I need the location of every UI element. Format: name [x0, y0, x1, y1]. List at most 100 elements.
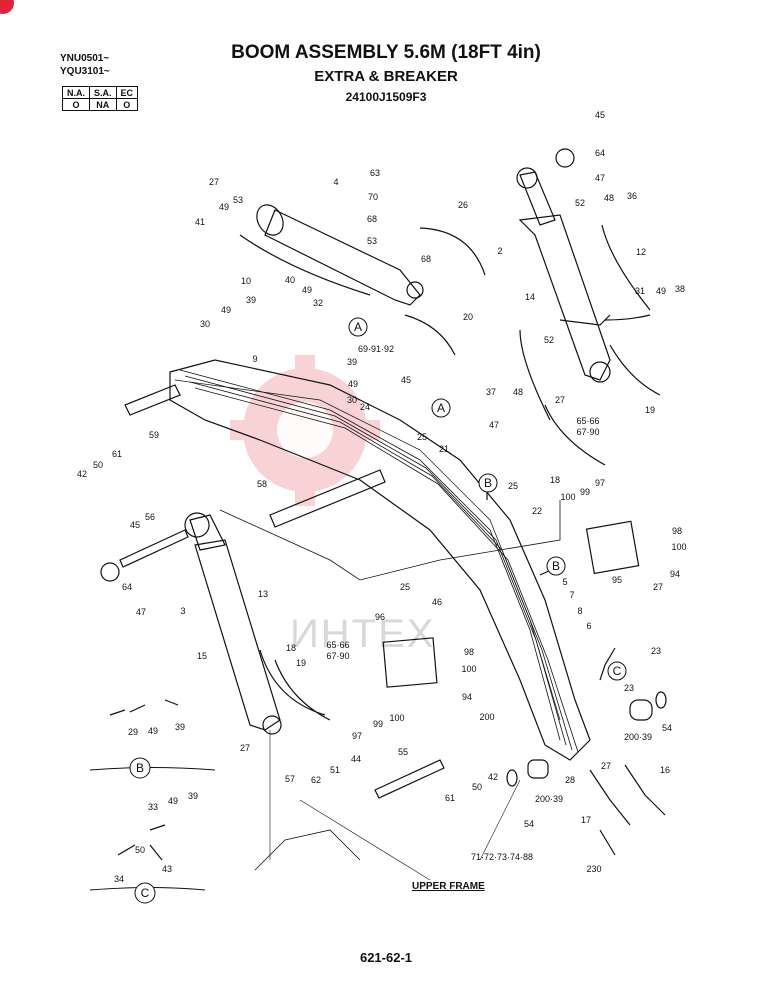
part-callout: 32	[313, 298, 323, 308]
part-callout: 200	[479, 712, 494, 722]
part-callout: 25	[417, 432, 427, 442]
spec-value-na: O	[62, 98, 90, 111]
part-callout: 2	[497, 246, 502, 256]
part-callout: 50	[135, 845, 145, 855]
part-callout: 15	[197, 651, 207, 661]
part-callout: 28	[565, 775, 575, 785]
part-callout: 99	[373, 719, 383, 729]
part-callout: 100	[560, 492, 575, 502]
part-callout: 67·90	[576, 427, 599, 437]
part-callout: 27	[209, 177, 219, 187]
part-callout: 62	[311, 775, 321, 785]
part-callout: 94	[670, 569, 680, 579]
part-callout: 5	[562, 577, 567, 587]
part-callout: 39	[347, 357, 357, 367]
part-callout: 39	[175, 722, 185, 732]
ref-a-label-1: A	[354, 320, 362, 334]
ref-a-label-2: A	[437, 401, 445, 415]
part-callout: 54	[524, 819, 534, 829]
part-callout: 49	[656, 286, 666, 296]
part-callout: 71·72·73·74·88	[471, 852, 533, 862]
part-callout: 29	[128, 727, 138, 737]
part-callout: 49	[302, 285, 312, 295]
part-callout: 6	[586, 621, 591, 631]
part-callout: 68	[421, 254, 431, 264]
part-callout: 64	[122, 582, 132, 592]
part-callout: 65·66	[576, 416, 599, 426]
part-callout: 13	[258, 589, 268, 599]
part-callout: 34	[114, 874, 124, 884]
part-callout: 49	[148, 726, 158, 736]
part-callout: 19	[645, 405, 655, 415]
part-callout: 52	[575, 198, 585, 208]
pin-58	[269, 469, 386, 528]
page-title: BOOM ASSEMBLY 5.6M (18FT 4in)	[231, 42, 541, 63]
boom-cylinder-2	[518, 214, 611, 381]
part-callout: 39	[246, 295, 256, 305]
part-callout: 45	[130, 520, 140, 530]
spec-table: N.A. S.A. EC O NA O	[62, 86, 139, 111]
spec-value-ec: O	[115, 98, 139, 111]
part-callout: 47	[136, 607, 146, 617]
part-callout: 100	[671, 542, 686, 552]
part-callout: 67·90	[326, 651, 349, 661]
part-callout: 23	[624, 683, 634, 693]
part-callout: 26	[458, 200, 468, 210]
part-callout: 98	[672, 526, 682, 536]
part-callout: 37	[486, 387, 496, 397]
model-code-2: YQU3101~	[60, 66, 110, 77]
part-callout: 33	[148, 802, 158, 812]
part-callout: 52	[544, 335, 554, 345]
part-callout: 63	[370, 168, 380, 178]
model-code-1: YNU0501~	[60, 53, 110, 64]
part-callout: 22	[532, 506, 542, 516]
ref-b-label-2: B	[552, 559, 560, 573]
part-callout: 56	[145, 512, 155, 522]
part-callout: 100	[461, 664, 476, 674]
part-callout: 61	[112, 449, 122, 459]
part-callout: 53	[367, 236, 377, 246]
valve-block-95	[585, 520, 640, 575]
part-callout: 36	[627, 191, 637, 201]
part-callout: 230	[586, 864, 601, 874]
ref-a-circle-2	[431, 398, 451, 418]
part-callout: 7	[569, 590, 574, 600]
part-callout: 54	[662, 723, 672, 733]
part-callout: 12	[636, 247, 646, 257]
part-callout: 58	[257, 479, 267, 489]
part-callout: 49	[221, 305, 231, 315]
valve-block-96	[382, 637, 438, 688]
part-callout: 57	[285, 774, 295, 784]
part-callout: 40	[285, 275, 295, 285]
part-callout: 55	[398, 747, 408, 757]
part-callout: 64	[595, 148, 605, 158]
model-codes: YNU0501~ YQU3101~	[60, 52, 110, 78]
cylinder-3	[194, 539, 281, 731]
part-callout: 45	[595, 110, 605, 120]
part-callout: 70	[368, 192, 378, 202]
part-callout: 42	[488, 772, 498, 782]
part-callout: 49	[348, 379, 358, 389]
part-callout: 50	[472, 782, 482, 792]
part-callout: 98	[464, 647, 474, 657]
part-callout: 18	[286, 643, 296, 653]
watermark-text: ИНТЕХ	[290, 612, 436, 656]
part-callout: 16	[660, 765, 670, 775]
part-callout: 51	[330, 765, 340, 775]
boom-arm	[169, 359, 591, 761]
part-callout: 59	[149, 430, 159, 440]
part-callout: 45	[401, 375, 411, 385]
part-callout: 42	[77, 469, 87, 479]
part-callout: 20	[463, 312, 473, 322]
part-callout: 8	[577, 606, 582, 616]
part-callout: 94	[462, 692, 472, 702]
section-c-label: C	[141, 886, 150, 900]
part-callout: 99	[580, 487, 590, 497]
part-callout: 27	[601, 761, 611, 771]
section-b-label: B	[136, 761, 144, 775]
part-callout: 25	[400, 582, 410, 592]
part-callout: 23	[651, 646, 661, 656]
part-callout: 30	[347, 395, 357, 405]
part-callout: 41	[195, 217, 205, 227]
section-c-circle	[134, 882, 156, 904]
